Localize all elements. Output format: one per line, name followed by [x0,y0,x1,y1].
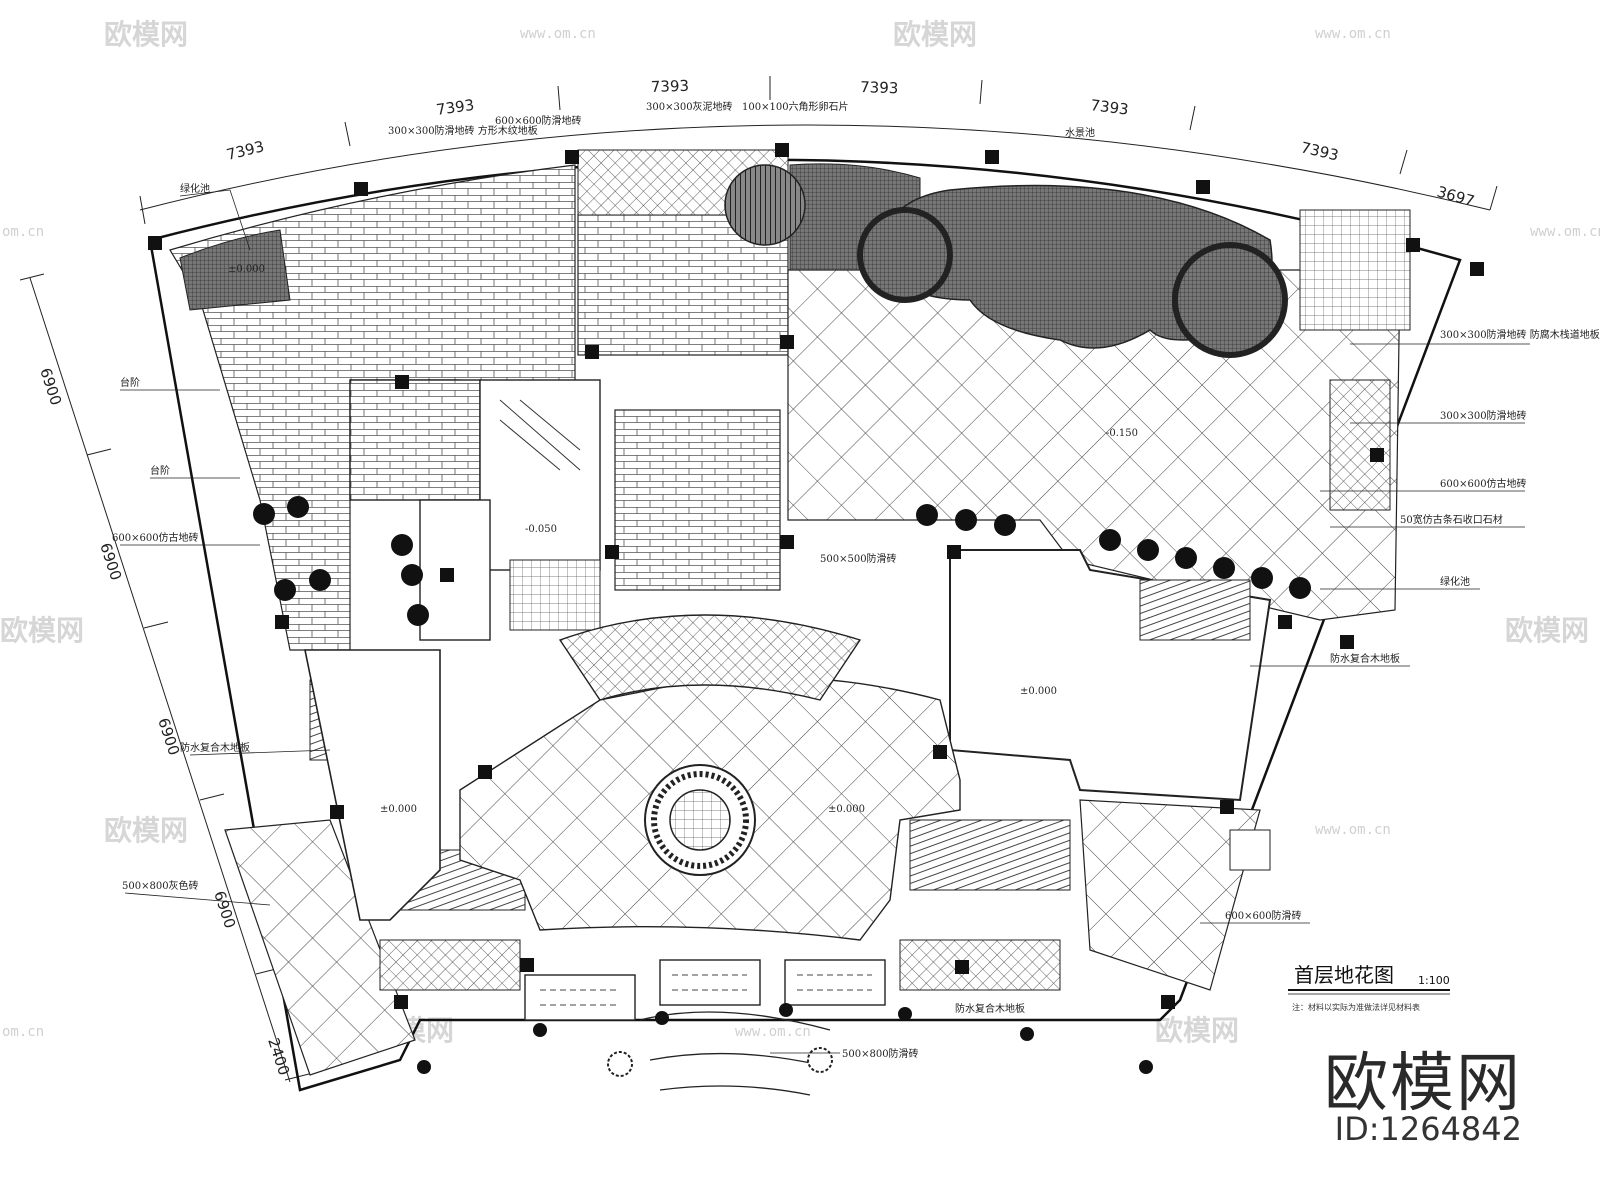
dim-top-7: 3697 [1435,183,1477,211]
stair-core [479,379,601,571]
label-tile-300: 300×300防滑地砖 方形木纹地板 [388,124,538,137]
front-balustrade [524,959,886,1096]
drawing-note: 注：材料以实际为准做法详见材料表 [1292,1002,1420,1012]
label-right-300b: 300×300防滑地砖 [1440,409,1527,422]
planter-top-left [179,229,291,311]
dim-top-6: 7393 [1299,138,1340,164]
watermark-url: www.om.cn [1530,224,1600,240]
room-left-lower [304,649,441,921]
label-bottom-wood: 防水复合木地板 [955,1002,1025,1015]
watermarks: 欧模网 欧模网 www.om.cn www.om.cn om.cn www.om… [0,18,1600,1047]
watermark-url: www.om.cn [1315,822,1391,838]
dim-left-3: 6900 [154,716,183,758]
dim-top-3: 7393 [651,77,690,96]
medallion-inner [669,789,731,851]
dim-left-2: 6900 [96,541,125,583]
level-mark: ±0.000 [228,264,265,275]
label-wood-floor: 防水复合木地板 [180,741,250,754]
dim-left-4: 6900 [210,889,239,931]
dim-top-2: 7393 [435,96,475,119]
pool-circle-right [1172,242,1288,358]
zone-center-brick-lower [614,409,781,591]
medallion-ring [651,771,749,869]
front-strip [379,939,521,991]
label-right-planter: 绿化池 [1440,575,1470,588]
round-planters [253,496,1311,1074]
room-box-small [419,499,491,641]
watermark-url: om.cn [2,224,44,240]
watermark-brand: 欧模网 [104,814,188,847]
stair-lines [499,399,581,471]
corner-box-right [1229,829,1271,871]
label-steps: 台阶 [120,376,140,389]
level-mark: ±0.000 [1020,686,1057,697]
label-steps: 台阶 [150,464,170,477]
zone-right-bottom-diag [1079,799,1261,991]
label-tile-600: 600×600仿古地砖 [112,531,199,544]
wood-deck-right [1139,579,1251,641]
dim-top-5: 7393 [1090,96,1130,119]
dim-top-4: 7393 [860,78,899,97]
watermark-id: ID:1264842 [1334,1110,1522,1148]
title-block: 首层地花图 1:100 注：材料以实际为准做法详见材料表 [1288,963,1450,1012]
label-tile-500: 500×800灰色砖 [122,879,199,892]
wood-deck-bottom [909,819,1071,891]
annotation-labels [120,189,1530,1054]
columns [148,143,1484,1009]
stair-steps [509,559,601,631]
top-dimension-line [139,76,1498,225]
watermark-logo-text: 欧模网 [1324,1047,1522,1121]
level-mark: ±0.000 [828,804,865,815]
label-right-50: 50宽仿古条石收口石材 [1400,513,1503,526]
flower-ornament-left [607,1051,633,1077]
watermark-brand: 欧模网 [893,18,977,51]
zone-left-bottom-diag [224,819,416,1076]
label-hex-stone: 100×100六角形卵石片 [742,100,849,113]
drawing-scale: 1:100 [1418,974,1450,987]
pool-circle-left [857,207,953,303]
label-center-500: 500×500防滑砖 [820,552,897,565]
label-tile-600-top: 600×600防滑地砖 [495,114,582,127]
level-mark: ±0.000 [380,804,417,815]
stair-room [349,379,481,501]
left-dimension-line [19,273,310,1083]
label-right-wood: 防水复合木地板 [1330,652,1400,665]
entry-hall-arc [558,614,862,701]
watermark-url: www.om.cn [520,26,596,42]
right-fine-diag-strip [1329,379,1391,511]
label-tile-300b: 300×300灰泥地砖 [646,100,733,113]
watermark-url: www.om.cn [735,1024,811,1040]
watermark-url: om.cn [2,1024,44,1040]
dim-top-1: 7393 [225,137,266,164]
level-mark: -0.150 [1106,428,1138,439]
dim-left-5: 2400 [264,1036,293,1078]
front-strip-right [899,939,1061,991]
building-outline [148,158,1462,1092]
label-water-feature: 水景池 [1065,126,1095,139]
label-planter: 绿化池 [180,182,210,195]
label-right-600: 600×600仿古地砖 [1440,477,1527,490]
watermark-brand: 欧模网 [104,18,188,51]
level-mark: -0.050 [525,524,557,535]
hex-stone-circle [724,164,806,246]
watermark-brand: 欧模网 [1155,1014,1239,1047]
right-grid-panel [1299,209,1411,331]
watermark-brand: 欧模网 [0,614,84,647]
label-right-600b: 600×600防滑砖 [1225,909,1302,922]
drawing-title: 首层地花图 [1294,963,1394,987]
label-right-300: 300×300防滑地砖 防腐木栈道地板 [1440,328,1600,341]
flower-ornament-right [807,1047,833,1073]
watermark-url: www.om.cn [1315,26,1391,42]
watermark-brand: 欧模网 [1505,614,1589,647]
label-bottom-500: 500×800防滑砖 [842,1047,919,1060]
